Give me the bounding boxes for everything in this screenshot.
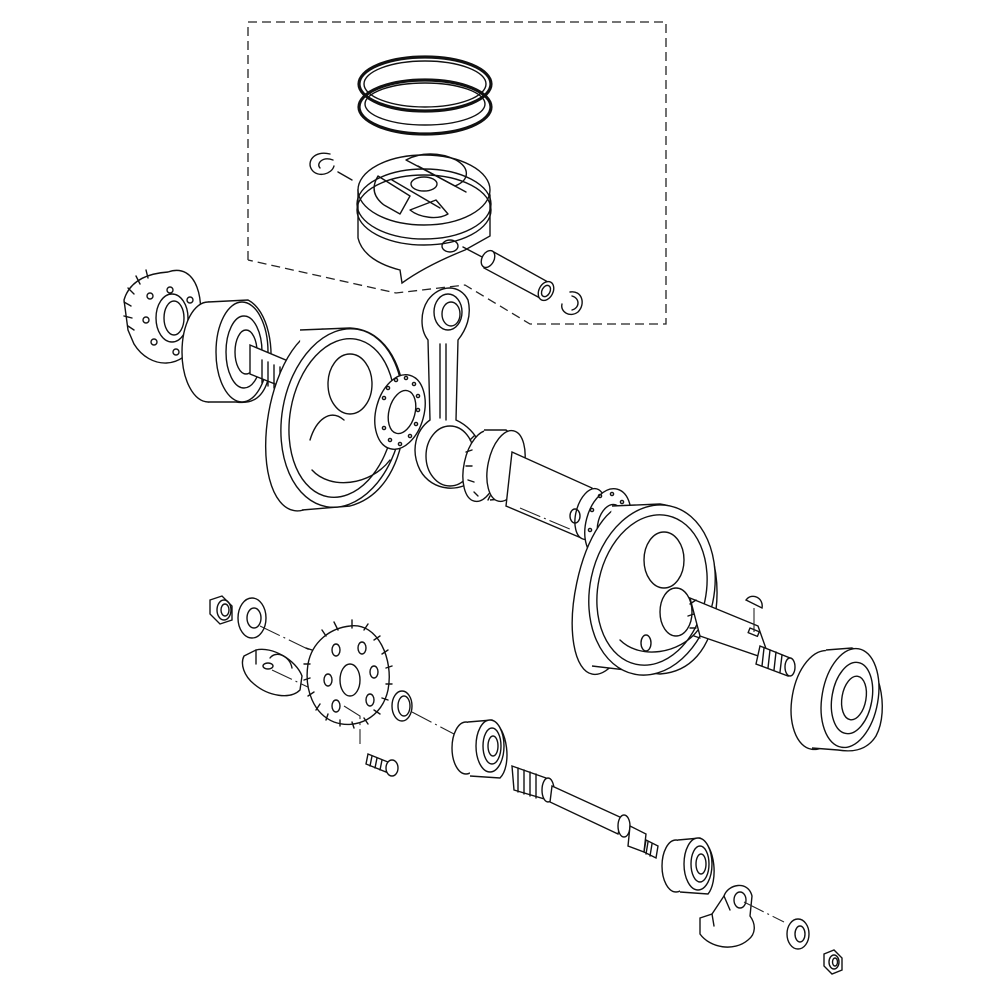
balancer-weight-right — [699, 884, 785, 948]
right-main-bearing — [790, 647, 883, 752]
circlip-right — [561, 291, 583, 316]
timing-gear — [123, 269, 202, 364]
piston-pin — [462, 246, 555, 302]
balancer-washer-right — [786, 918, 810, 950]
balancer-bearing-left — [451, 719, 508, 779]
balancer-gear — [303, 619, 393, 729]
balancer-shaft — [511, 764, 659, 860]
balancer-nut-left — [209, 595, 233, 625]
piston — [356, 153, 492, 285]
balancer-nut-right — [823, 949, 843, 975]
right-crank-shaft-end — [659, 587, 796, 677]
balancer-washer-left — [237, 597, 319, 655]
balancer-weight-left — [241, 648, 311, 697]
piston-rings — [357, 55, 493, 136]
thrust-washer-left — [374, 374, 426, 450]
gear-bolt — [343, 705, 399, 777]
balancer-bearing-right — [661, 837, 715, 895]
circlip-left — [309, 152, 353, 181]
left-crank-web — [264, 327, 406, 512]
piston-kit-boundary — [247, 21, 667, 325]
collar — [391, 690, 455, 735]
woodruff-key — [744, 595, 763, 632]
